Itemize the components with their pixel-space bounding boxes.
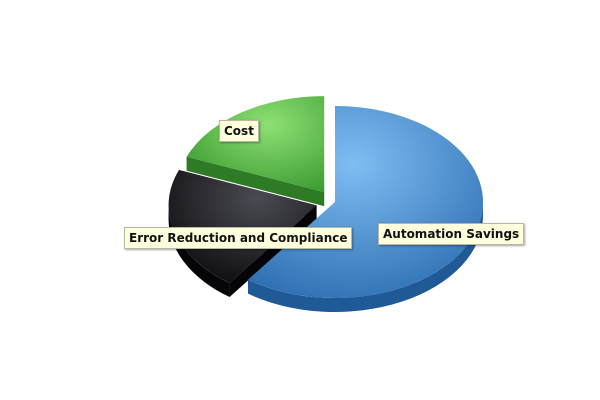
pie-label: Cost [219, 120, 259, 142]
pie-label: Automation Savings [378, 223, 525, 245]
pie-slice-automation-savings [248, 106, 484, 298]
pie-slice-error-reduction-and-compliance [168, 170, 317, 284]
pie-slice-cost [186, 96, 325, 193]
pie-label: Error Reduction and Compliance [124, 227, 353, 249]
pie-slice-side [248, 202, 483, 312]
pie-slice-cut [186, 156, 325, 207]
pie-slice-side [168, 205, 230, 298]
